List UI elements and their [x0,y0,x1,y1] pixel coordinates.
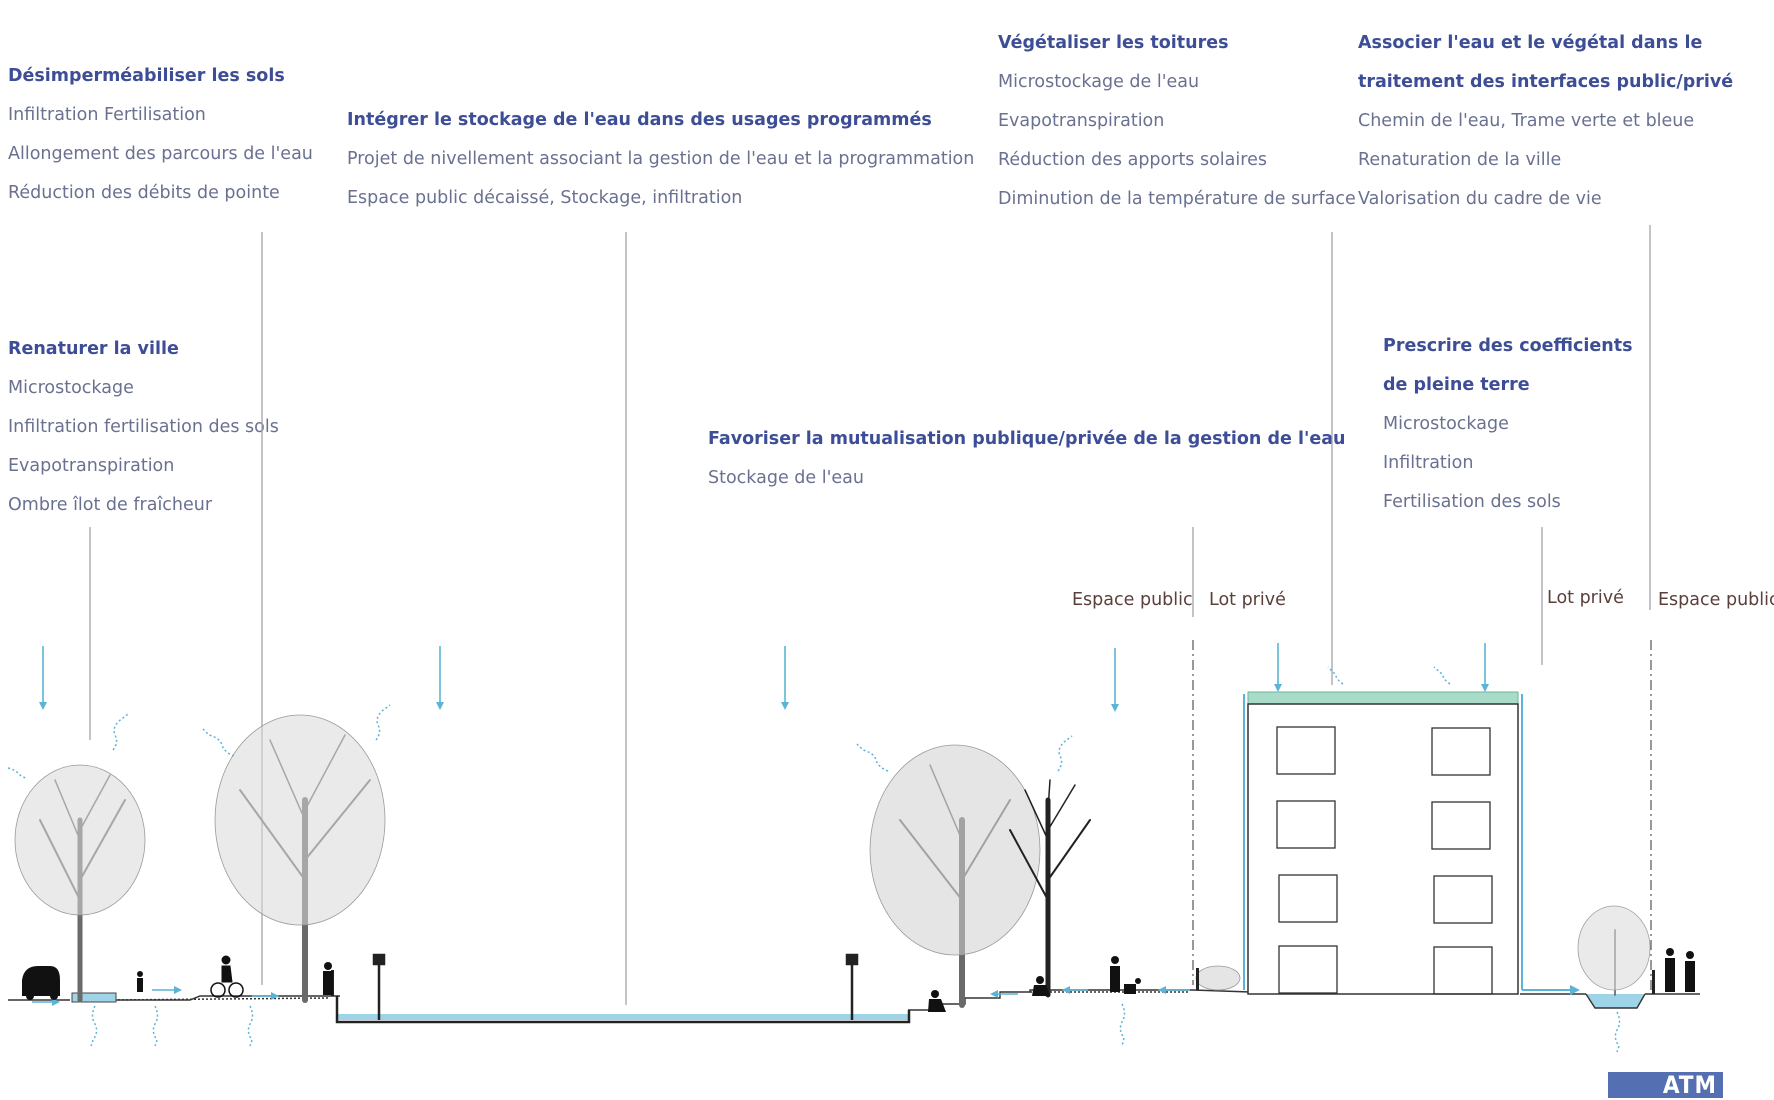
evaporation-arrow [1057,735,1073,772]
block-item: Réduction des débits de pointe [8,183,280,203]
evaporation-arrow [375,704,391,741]
block-vegetaliser-toitures: Végétaliser les toitures Microstockage d… [998,24,1356,219]
cyclist-icon [210,955,244,998]
block-renaturer-ville: Renaturer la ville Microstockage Infiltr… [8,330,279,525]
tree-right-2 [1009,779,1091,998]
zone-label-lot-prive-left: Lot privé [1209,590,1286,610]
block-item: Projet de nivellement associant la gesti… [347,149,975,169]
block-item: Infiltration Fertilisation [8,105,206,125]
atm-logo: ATM [1608,1072,1723,1098]
grass-tuft [1195,965,1241,991]
lamp-post-left [372,953,386,1020]
block-title: Intégrer le stockage de l'eau dans des u… [347,110,932,130]
window [1276,800,1336,849]
sitting-person-icon [1032,976,1050,996]
block-item: Réduction des apports solaires [998,150,1267,170]
block-title: Favoriser la mutualisation publique/priv… [708,429,1346,449]
block-item: Stockage de l'eau [708,468,864,488]
bollard-right [1196,968,1199,990]
zone-label-espace-public-left: Espace public [1072,590,1193,610]
block-item: Microstockage [8,378,134,398]
window [1433,946,1493,995]
window [1431,727,1491,776]
evaporation-arrow [112,713,129,751]
shrub-right [1577,905,1651,996]
block-item: Diminution de la température de surface [998,189,1356,209]
car-icon [22,966,60,1000]
tree-left-1 [14,764,146,1003]
block-prescrire-coefficients: Prescrire des coefficients de pleine ter… [1383,327,1633,522]
building-windows [1276,726,1493,995]
block-item: Evapotranspiration [998,111,1165,131]
window [1278,874,1338,923]
evaporation-arrow [202,728,235,757]
block-item: Chemin de l'eau, Trame verte et bleue [1358,111,1695,131]
block-item: Allongement des parcours de l'eau [8,144,313,164]
person-icon [137,971,143,992]
block-desimpermeabiliser: Désimperméabiliser les sols Infiltration… [8,57,313,213]
bollard-right-2 [1652,970,1655,994]
basin-water [338,1014,908,1020]
block-associer-eau-vegetal: Associer l'eau et le végétal dans le tra… [1358,24,1733,219]
window [1276,726,1336,775]
ground-dotted-left [109,997,331,1001]
window [1431,801,1491,850]
block-title: traitement des interfaces public/privé [1358,72,1734,92]
person-icon [323,962,333,995]
evaporation-arrow [856,743,889,772]
block-mutualisation: Favoriser la mutualisation publique/priv… [708,420,1345,498]
block-item: Microstockage de l'eau [998,72,1200,92]
sitting-person-icon [928,990,946,1012]
evaporation-arrow [1433,666,1451,685]
evaporation-arrow [1327,666,1344,685]
bioswale-right [1585,993,1646,1009]
evaporation-arrow [7,767,28,780]
block-title: Prescrire des coefficients [1383,336,1633,356]
runoff-arrows [32,986,1190,1006]
leader-lines [89,225,1651,1005]
person-icon [1665,948,1675,992]
block-item: Espace public décaissé, Stockage, infilt… [347,188,743,208]
window [1278,945,1338,994]
person-with-dog-icon [1110,956,1141,994]
infiltration-arrow [90,1005,98,1047]
person-icon [1685,951,1695,992]
zone-label-espace-public-right: Espace public [1658,590,1774,610]
block-integrer-stockage: Intégrer le stockage de l'eau dans des u… [347,101,974,218]
bioswale-left [71,992,117,1003]
rain-arrows [39,643,1489,712]
lamp-post-right [845,953,859,1020]
block-item: Valorisation du cadre de vie [1358,189,1602,209]
evaporation-arrows [7,666,1451,780]
block-item: Ombre îlot de fraîcheur [8,495,213,515]
block-item: Infiltration [1383,453,1474,473]
block-title: Végétaliser les toitures [998,33,1229,53]
window [1433,875,1493,924]
tree-right-1 [869,744,1041,1008]
infiltration-arrow [152,1005,159,1047]
zone-label-lot-prive-right: Lot privé [1547,588,1624,608]
infiltration-arrow [1614,1011,1621,1053]
block-item: Microstockage [1383,414,1509,434]
block-item: Infiltration fertilisation des sols [8,417,279,437]
infiltration-arrow [1119,1003,1126,1047]
block-item: Renaturation de la ville [1358,150,1562,170]
block-item: Fertilisation des sols [1383,492,1561,512]
block-item: Evapotranspiration [8,456,175,476]
infiltration-arrow [247,1005,254,1047]
retention-basin [335,996,911,1024]
block-title: Renaturer la ville [8,339,179,359]
property-boundaries [1192,640,1652,990]
infiltration-arrows [90,1003,1621,1053]
green-roof [1247,691,1519,705]
basin-outline [335,996,911,1024]
block-title: de pleine terre [1383,375,1530,395]
building [1243,691,1580,995]
block-title: Désimperméabiliser les sols [8,66,285,86]
tree-left-2 [214,714,386,1003]
block-title: Associer l'eau et le végétal dans le [1358,33,1703,53]
